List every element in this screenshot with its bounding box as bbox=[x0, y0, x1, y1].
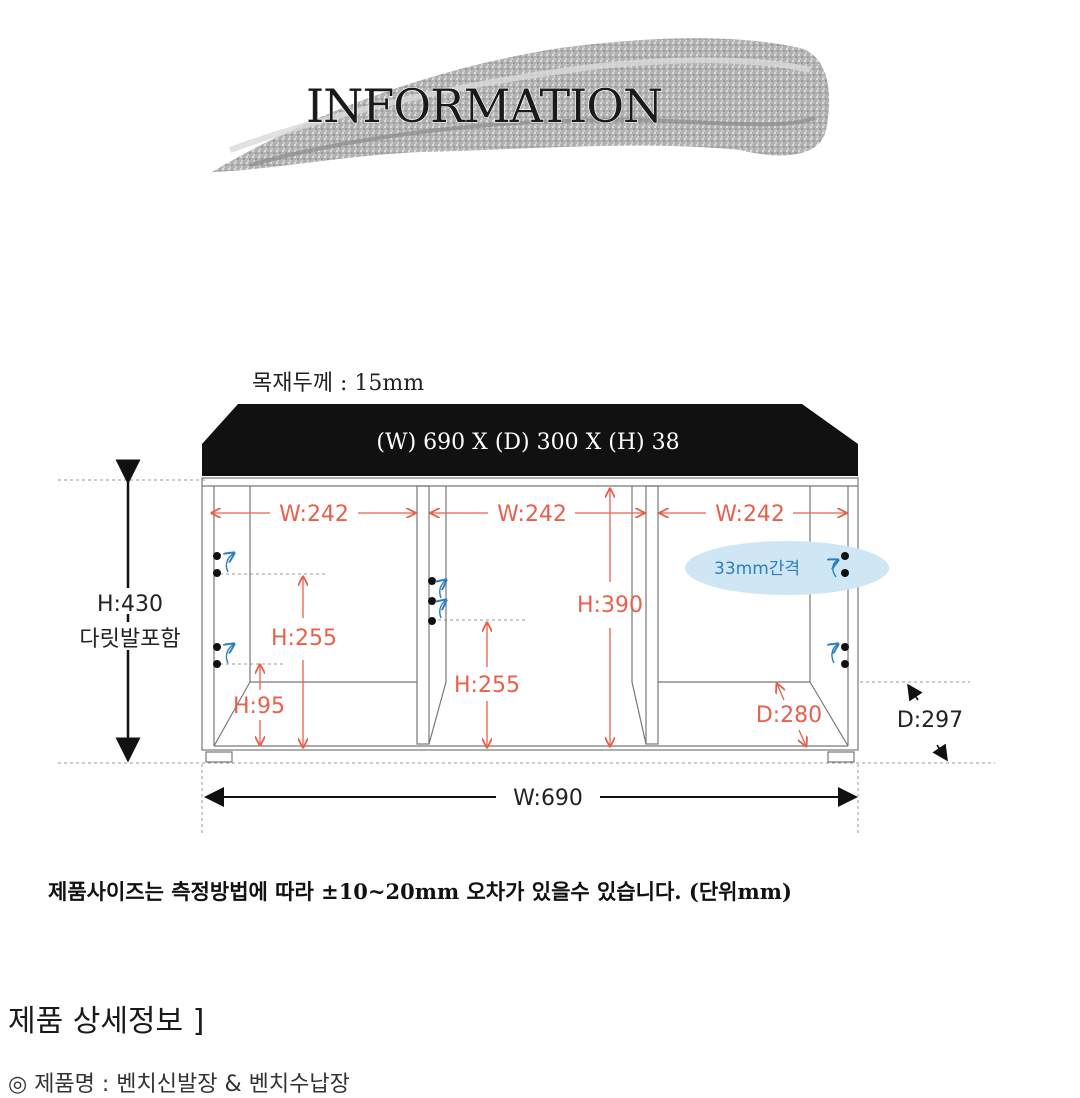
compartment-width-2: W:242 bbox=[497, 502, 567, 527]
left-shelf-height-label: H:255 bbox=[271, 626, 337, 651]
spacing-arrows bbox=[226, 553, 838, 664]
size-tolerance-notice: 제품사이즈는 측정방법에 따라 ±10~20mm 오차가 있을수 있습니다. (… bbox=[48, 879, 792, 904]
bubble-arrow-icon bbox=[833, 560, 838, 578]
reference-lines bbox=[58, 479, 995, 835]
compartment-width-1: W:242 bbox=[279, 502, 349, 527]
top-board-dimensions: (W) 690 X (D) 300 X (H) 38 bbox=[376, 430, 679, 455]
top-board bbox=[202, 404, 858, 476]
compartment-width-3: W:242 bbox=[715, 502, 785, 527]
height-note-label: 다릿발포함 bbox=[79, 627, 180, 652]
left-bottom-height-label: H:95 bbox=[233, 694, 285, 719]
total-width-label: W:690 bbox=[513, 786, 583, 811]
total-height-label: H:430 bbox=[97, 592, 163, 617]
cabinet-body bbox=[201, 477, 859, 763]
section-title: 제품 상세정보 ] bbox=[8, 1004, 205, 1039]
inner-height-label: H:390 bbox=[577, 593, 643, 618]
dimension-diagram: 목재두께 : 15mm (W) 690 X (D) 300 X (H) 38 bbox=[58, 371, 995, 835]
spacing-bubble bbox=[685, 541, 889, 595]
product-name-line: ◎ 제품명 : 벤치신발장 & 벤치수납장 bbox=[8, 1072, 350, 1097]
outer-depth-label: D:297 bbox=[897, 708, 963, 733]
page-title: INFORMATION bbox=[306, 79, 662, 133]
header-banner: INFORMATION bbox=[212, 38, 830, 172]
outer-depth-arrow bbox=[907, 683, 948, 762]
brush-stroke-graphic bbox=[212, 38, 830, 172]
inner-depth-label: D:280 bbox=[756, 703, 822, 728]
spacing-note: 33mm간격 bbox=[714, 559, 800, 579]
material-thickness-label: 목재두께 : 15mm bbox=[252, 371, 424, 396]
middle-height-label: H:255 bbox=[454, 673, 520, 698]
inner-depth-arrow bbox=[777, 684, 806, 746]
